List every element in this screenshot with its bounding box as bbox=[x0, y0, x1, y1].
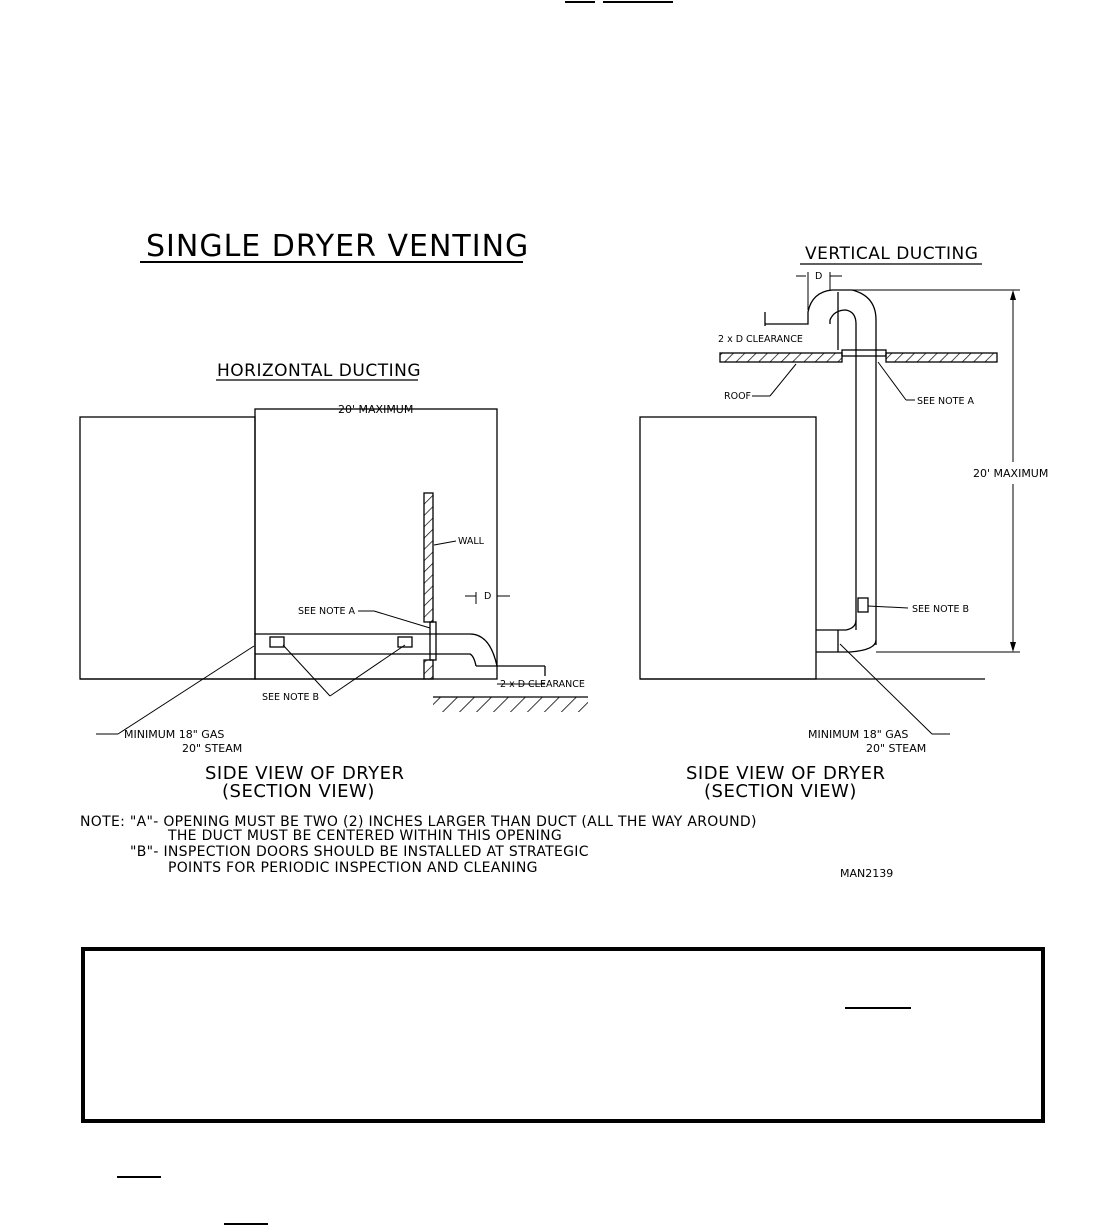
ground-hatch bbox=[433, 697, 588, 712]
wall-label: WALL bbox=[458, 536, 485, 547]
vduct-connection-top bbox=[816, 619, 857, 631]
drawing-id: MAN2139 bbox=[840, 867, 893, 880]
horizontal-minimum-steam: 20" STEAM bbox=[182, 742, 242, 755]
vertical-dryer-box bbox=[639, 416, 817, 680]
vertical-clearance: 2 x D CLEARANCE bbox=[718, 334, 803, 345]
note-a-line2: THE DUCT MUST BE CENTERED WITHIN THIS OP… bbox=[167, 828, 562, 844]
roof-sleeve bbox=[841, 349, 887, 357]
vertical-view-label: SIDE VIEW OF DRYER bbox=[686, 763, 886, 784]
vertical-see-note-a: SEE NOTE A bbox=[917, 396, 974, 407]
wall-sleeve bbox=[429, 621, 437, 661]
top-rule-long bbox=[603, 1, 673, 3]
horizontal-see-note-a: SEE NOTE A bbox=[298, 606, 355, 617]
note-b-leader-2 bbox=[329, 644, 406, 697]
horizontal-d-label: D bbox=[484, 591, 491, 602]
notes-block: NOTE: "A"- OPENING MUST BE TWO (2) INCHE… bbox=[80, 814, 893, 880]
warning-box bbox=[81, 947, 1045, 1123]
main-title: SINGLE DRYER VENTING bbox=[146, 229, 529, 264]
venting-diagram: SINGLE DRYER VENTING HORIZONTAL DUCTING … bbox=[79, 229, 1048, 880]
note-b-leader-1 bbox=[282, 644, 331, 697]
vertical-view-sublabel: (SECTION VIEW) bbox=[704, 781, 857, 802]
wall-lower bbox=[423, 659, 434, 680]
bottom-rule-1 bbox=[117, 1176, 161, 1178]
vnote-b-leader bbox=[867, 605, 909, 609]
gooseneck-outer bbox=[765, 289, 877, 645]
horizontal-ducting-view: HORIZONTAL DUCTING 20' MAXIMUM WALL D bbox=[79, 361, 588, 802]
vertical-minimum-gas: MINIMUM 18" GAS bbox=[808, 728, 908, 741]
vmax-arrow-top bbox=[1010, 290, 1016, 300]
gooseneck-inner bbox=[829, 309, 857, 630]
note-a-line1: NOTE: "A"- OPENING MUST BE TWO (2) INCHE… bbox=[80, 814, 757, 830]
top-rule-short bbox=[565, 1, 595, 3]
horizontal-minimum-gas: MINIMUM 18" GAS bbox=[124, 728, 224, 741]
vminimum-leader bbox=[839, 643, 933, 735]
note-b-line2: POINTS FOR PERIODIC INSPECTION AND CLEAN… bbox=[168, 860, 538, 876]
vduct-connection-bottom bbox=[816, 639, 877, 653]
duct-elbow-outer bbox=[436, 633, 498, 667]
horizontal-clearance: 2 x D CLEARANCE bbox=[500, 679, 585, 690]
note-b-line1: "B"- INSPECTION DOORS SHOULD BE INSTALLE… bbox=[130, 844, 589, 860]
warning-box-rule bbox=[845, 1007, 911, 1009]
bottom-rule-2 bbox=[224, 1223, 268, 1225]
inspection-door-2 bbox=[397, 636, 413, 648]
duct-elbow-inner bbox=[436, 653, 477, 667]
vertical-ducting-view: VERTICAL DUCTING D 2 x D CLEARANCE ROOF … bbox=[639, 244, 1048, 802]
horizontal-max-length: 20' MAXIMUM bbox=[338, 403, 413, 416]
vertical-d-label: D bbox=[815, 271, 822, 282]
dryer-left-box bbox=[79, 416, 256, 680]
vertical-minimum-steam: 20" STEAM bbox=[866, 742, 926, 755]
roof-label: ROOF bbox=[724, 391, 751, 402]
vertical-max-length: 20' MAXIMUM bbox=[973, 467, 1048, 480]
inspection-door-1 bbox=[269, 636, 285, 648]
wall-leader bbox=[433, 540, 457, 546]
note-a-leader-2 bbox=[373, 610, 431, 629]
horizontal-see-note-b: SEE NOTE B bbox=[262, 692, 319, 703]
roof-right bbox=[885, 352, 998, 363]
roof-left bbox=[719, 352, 843, 363]
vertical-inspection-door bbox=[857, 597, 869, 613]
horizontal-view-label: SIDE VIEW OF DRYER bbox=[205, 763, 405, 784]
vmax-arrow-bottom bbox=[1010, 642, 1016, 652]
horizontal-heading: HORIZONTAL DUCTING bbox=[217, 361, 421, 381]
vertical-heading: VERTICAL DUCTING bbox=[805, 244, 978, 264]
vertical-see-note-b: SEE NOTE B bbox=[912, 604, 969, 615]
roof-leader bbox=[769, 363, 797, 397]
minimum-leader bbox=[117, 645, 255, 735]
vnote-a-leader bbox=[877, 361, 907, 401]
wall-upper bbox=[423, 492, 434, 623]
horizontal-view-sublabel: (SECTION VIEW) bbox=[222, 781, 375, 802]
